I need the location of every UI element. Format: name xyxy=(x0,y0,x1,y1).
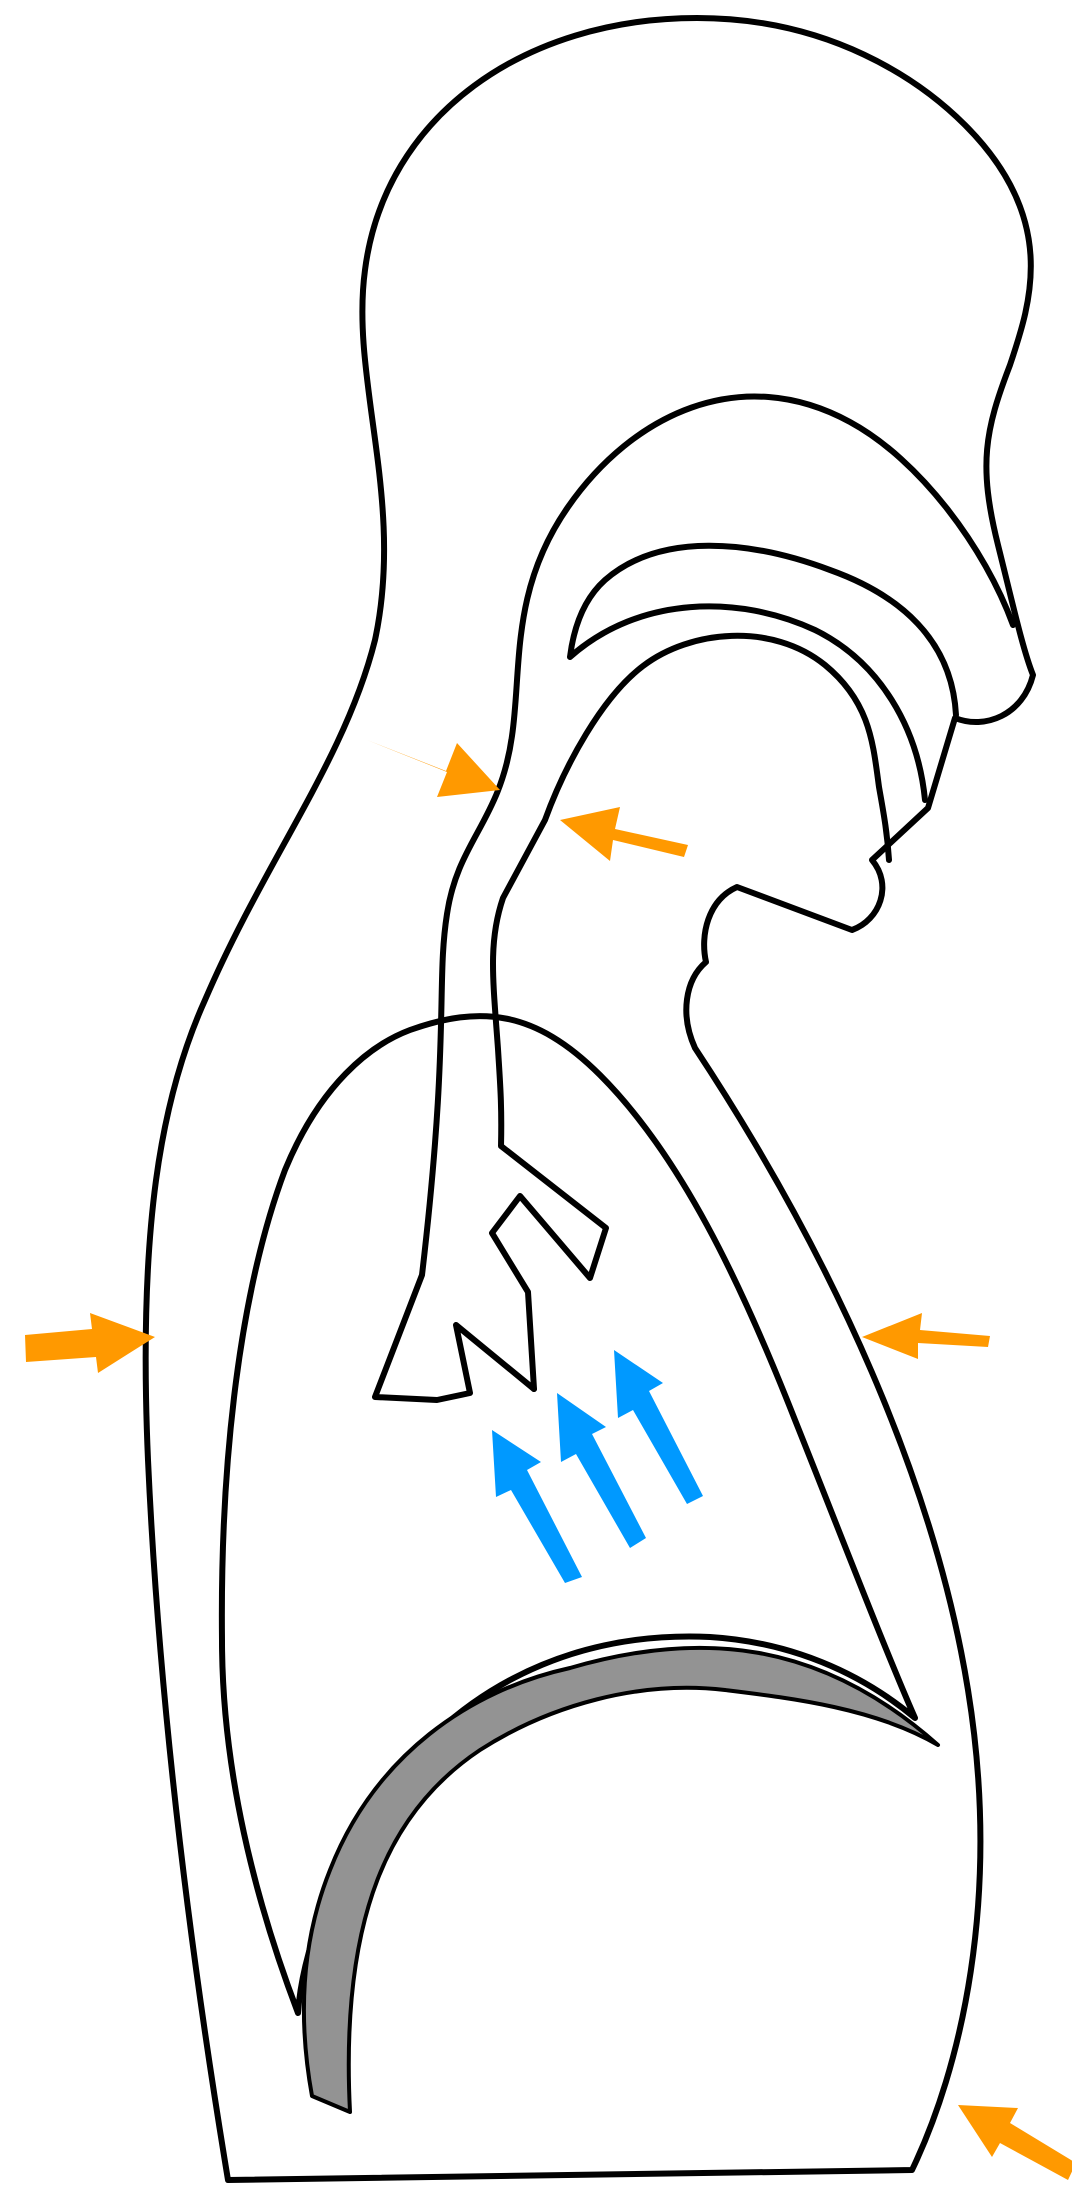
external-arrow-right xyxy=(862,1313,990,1359)
soft-palate-outline xyxy=(570,546,956,800)
internal-arrows xyxy=(492,1350,703,1583)
external-arrow-neck xyxy=(362,738,500,797)
external-arrows xyxy=(25,738,1072,2180)
diaphragm xyxy=(304,1648,938,2112)
external-arrow-bottom xyxy=(958,2105,1072,2180)
internal-arrow-3 xyxy=(614,1350,703,1504)
lung-outline xyxy=(222,1016,915,2013)
external-arrow-left xyxy=(25,1313,155,1373)
body-outline xyxy=(146,18,1033,2180)
internal-arrow-2 xyxy=(557,1393,646,1548)
external-arrow-throat xyxy=(560,807,688,861)
